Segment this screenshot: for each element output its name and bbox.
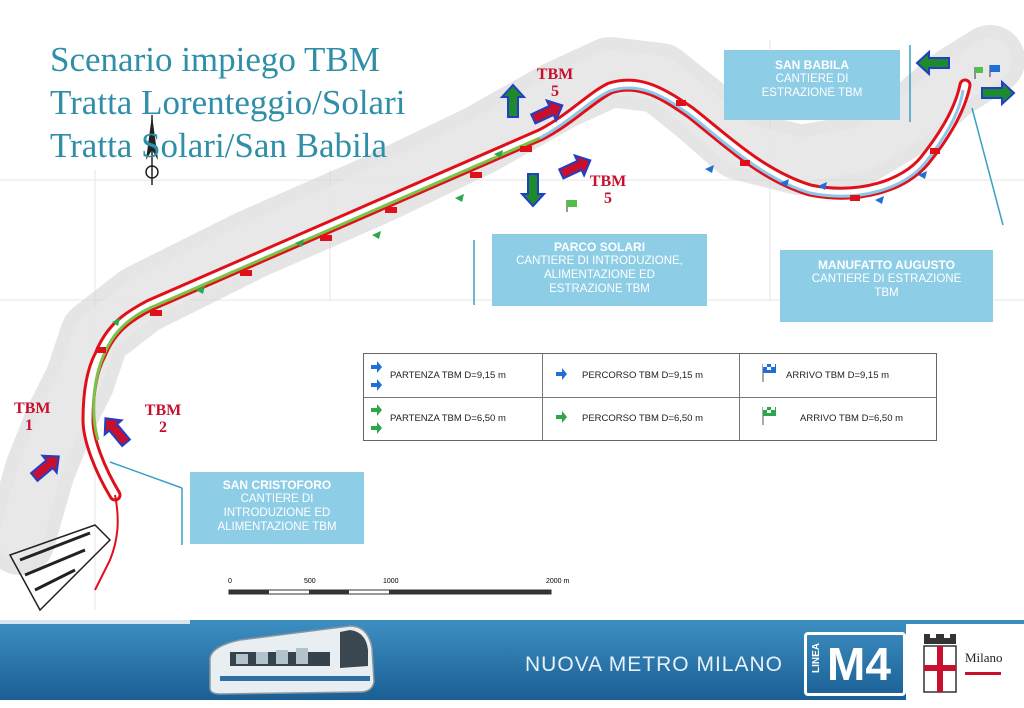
- green-arrival-flag-icon: [762, 407, 776, 425]
- callout-san-babila: SAN BABILA CANTIERE DI ESTRAZIONE TBM: [724, 50, 900, 120]
- blue-arrival-flag-icon: [762, 364, 776, 382]
- tunnel-route-map: [0, 25, 1024, 612]
- callout-pointers: [109, 45, 1004, 545]
- footer-banner: NUOVA METRO MILANO LINEA M4 Milano: [0, 620, 1024, 708]
- blue-start-arrows-icon: [371, 361, 382, 391]
- track-green-section: [92, 136, 541, 441]
- legend-percorso-650: PERCORSO TBM D=6,50 m: [543, 397, 740, 440]
- callout-manufatto-augusto-heading: MANUFATTO AUGUSTO: [818, 258, 955, 272]
- scale-tick-500: 500: [304, 578, 316, 585]
- scale-bar: 0 500 1000 2000 m: [228, 578, 569, 598]
- arrow-left-san-babila: [915, 49, 950, 77]
- tbm-label-1: TBM 1: [14, 400, 51, 434]
- map-title: Scenario impiego TBM Tratta Lorenteggio/…: [50, 38, 405, 167]
- title-line-3: Tratta Solari/San Babila: [50, 126, 388, 165]
- station-markers: [96, 100, 940, 353]
- title-line-2: Tratta Lorenteggio/Solari: [50, 83, 406, 122]
- callout-san-babila-body: CANTIERE DI ESTRAZIONE TBM: [761, 73, 863, 99]
- callout-san-cristoforo-body: CANTIERE DI INTRODUZIONE ED ALIMENTAZION…: [217, 493, 337, 533]
- tbm-arrow-1: [29, 454, 60, 483]
- urban-corridor-inner: [0, 38, 1012, 562]
- callout-parco-solari: PARCO SOLARI CANTIERE DI INTRODUZIONE, A…: [492, 234, 707, 306]
- north-arrow-icon: [145, 115, 159, 185]
- green-arrow-down: [519, 173, 547, 208]
- tbm-arrow-5b: [557, 153, 592, 180]
- title-line-1: Scenario impiego TBM: [50, 40, 380, 79]
- tbm-label-5-top: TBM 5: [536, 66, 574, 100]
- legend-percorso-650-label: PERCORSO TBM D=6,50 m: [582, 413, 703, 424]
- map-legend: PARTENZA TBM D=9,15 m PERCORSO TBM D=9,1…: [363, 353, 937, 441]
- tbm-label-5-bottom: TBM 5: [589, 173, 627, 207]
- tbm-arrow-2: [103, 417, 132, 448]
- track-blue-section: [539, 86, 965, 198]
- arrival-flag-green-icon-2: [974, 67, 983, 79]
- scale-tick-0: 0: [228, 578, 232, 585]
- callout-san-cristoforo: SAN CRISTOFORO CANTIERE DI INTRODUZIONE …: [190, 472, 364, 544]
- arrival-flag-green-icon: [566, 200, 577, 212]
- callout-san-babila-heading: SAN BABILA: [775, 58, 849, 72]
- legend-row-2: PARTENZA TBM D=6,50 m PERCORSO TBM D=6,5…: [364, 397, 936, 440]
- callout-san-cristoforo-heading: SAN CRISTOFORO: [222, 478, 332, 492]
- blue-direction-arrows: [705, 165, 927, 204]
- green-arrow-up: [499, 83, 527, 118]
- footer-title: NUOVA METRO MILANO: [525, 653, 783, 676]
- callout-manufatto-augusto: MANUFATTO AUGUSTO CANTIERE DI ESTRAZIONE…: [780, 250, 993, 322]
- callout-manufatto-augusto-body: CANTIERE DI ESTRAZIONE TBM: [811, 273, 962, 299]
- legend-arrivo-915-label: ARRIVO TBM D=9,15 m: [786, 370, 890, 381]
- legend-percorso-915-label: PERCORSO TBM D=9,15 m: [582, 370, 703, 381]
- legend-percorso-915: PERCORSO TBM D=9,15 m: [543, 354, 740, 397]
- scale-tick-2000: 2000 m: [546, 578, 570, 585]
- tunnel-route-inner: [84, 81, 969, 499]
- callout-parco-solari-heading: PARCO SOLARI: [553, 240, 646, 254]
- arrow-right-san-babila: [981, 79, 1016, 107]
- green-start-arrows-icon: [371, 404, 382, 434]
- m4-line-logo: LINEA M4: [804, 632, 906, 696]
- arrival-flag-blue-icon: [989, 65, 1000, 77]
- depot-outline: [8, 524, 112, 612]
- tbm-label-2: TBM 2: [144, 402, 182, 436]
- blue-path-arrow-icon: [556, 368, 567, 380]
- tbm-arrow-5a: [529, 98, 564, 125]
- milano-city-label: Milano: [965, 650, 1003, 665]
- legend-partenza-650: PARTENZA TBM D=6,50 m: [364, 397, 543, 440]
- milano-logo: Milano: [906, 624, 1024, 708]
- depot-branch: [94, 494, 119, 591]
- milano-underline: [965, 672, 1001, 675]
- m4-linea-label: LINEA: [811, 643, 822, 673]
- callout-parco-solari-body: CANTIERE DI INTRODUZIONE, ALIMENTAZIONE …: [516, 255, 683, 295]
- legend-partenza-915: PARTENZA TBM D=9,15 m: [364, 354, 543, 397]
- milano-crest-icon: [923, 634, 957, 693]
- footer-accent: [0, 620, 190, 624]
- m4-line-number: M4: [827, 638, 891, 690]
- legend-arrivo-650-label: ARRIVO TBM D=6,50 m: [800, 413, 904, 424]
- metro-train-icon: [209, 625, 375, 695]
- legend-arrivo-915: ARRIVO TBM D=9,15 m: [740, 354, 936, 397]
- legend-row-1: PARTENZA TBM D=9,15 m PERCORSO TBM D=9,1…: [364, 354, 936, 398]
- scale-bar-graphic: [228, 589, 552, 595]
- legend-partenza-915-label: PARTENZA TBM D=9,15 m: [390, 370, 506, 381]
- scale-tick-1000: 1000: [383, 578, 399, 585]
- green-path-arrow-icon: [556, 411, 567, 423]
- legend-arrivo-650: ARRIVO TBM D=6,50 m: [740, 397, 936, 440]
- legend-partenza-650-label: PARTENZA TBM D=6,50 m: [390, 413, 506, 424]
- green-direction-arrows: [112, 150, 503, 326]
